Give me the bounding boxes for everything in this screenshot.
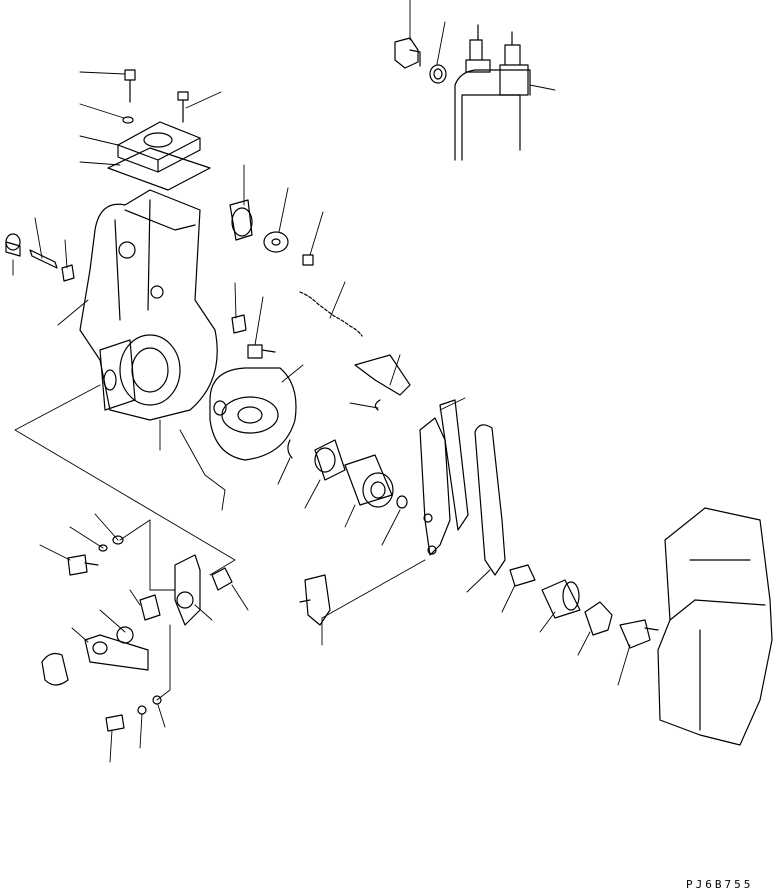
lever-joint xyxy=(299,574,331,626)
leader-lines xyxy=(12,0,631,763)
flyweight-assembly xyxy=(209,367,297,461)
plug-top xyxy=(394,37,447,84)
drawing-code-label: PJ6B755 xyxy=(686,878,754,891)
lower-left-parts xyxy=(41,535,233,732)
governor-housing xyxy=(79,189,218,421)
cover-plate xyxy=(107,69,211,191)
pump-head-fragment xyxy=(454,24,531,161)
adjusting-parts-right xyxy=(509,564,659,649)
levers xyxy=(419,399,506,576)
small-parts-left xyxy=(5,233,75,282)
pump-body-right xyxy=(657,507,773,746)
sleeve-parts xyxy=(287,354,411,509)
center-upper-parts xyxy=(229,199,363,359)
